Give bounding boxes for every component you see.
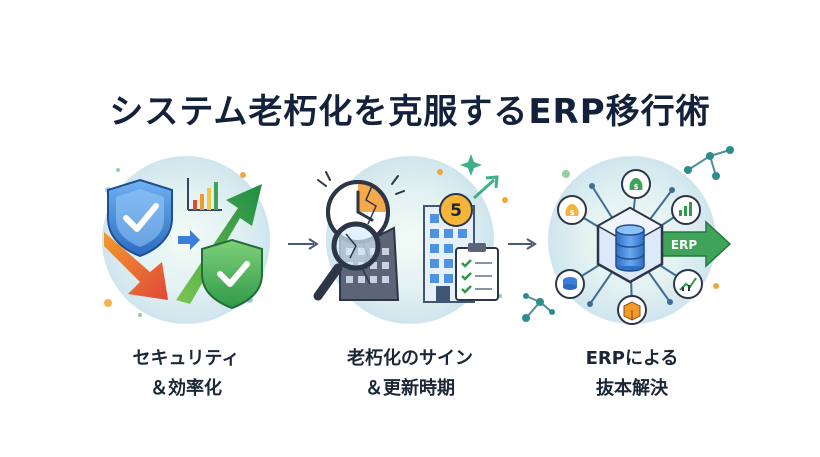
flow-arrow-icon: [508, 238, 537, 250]
money-bag-icon: $: [621, 169, 651, 199]
bar-chart-icon: [673, 269, 703, 299]
network-nodes-icon: [684, 146, 734, 180]
shield-check-icon: [107, 178, 173, 258]
shield-check-icon: [201, 238, 263, 310]
decor-dot: [104, 299, 112, 307]
step-caption-line: ＆効率化: [150, 378, 222, 399]
step-caption-erp: ERPによる 抜本解決: [532, 344, 732, 404]
page-title: システム老朽化を克服するERP移行術: [109, 92, 711, 132]
sparkle-icon: [460, 154, 482, 176]
checklist-clipboard-icon: [455, 243, 499, 301]
aging-signs-panel: 5: [313, 154, 508, 324]
flow-arrow-icon: [288, 238, 319, 250]
decor-dot: [240, 172, 246, 178]
svg-text:$: $: [634, 183, 639, 191]
security-efficiency-panel: [102, 156, 270, 324]
decor-dot: [502, 197, 508, 203]
coins-icon: [555, 269, 585, 299]
erp-arrow-label: ERP: [671, 238, 697, 252]
hub-endpoints: [587, 183, 675, 307]
decor-dot: [116, 168, 120, 172]
decor-dot: [437, 169, 443, 175]
trend-down-arrow-icon: [104, 232, 168, 300]
magnifier-icon: [313, 221, 381, 301]
trend-up-arrow-icon: [472, 175, 499, 200]
database-hub-icon: [596, 206, 664, 284]
step-caption-line: ＆更新時期: [365, 378, 455, 399]
small-arrow-icon: [178, 230, 200, 250]
bar-chart-icon: [671, 195, 701, 225]
erp-solution-panel: $ $: [522, 146, 734, 325]
decor-dot: [562, 170, 570, 178]
step-caption-line: ERPによる: [585, 348, 679, 369]
bar-chart-icon: [187, 178, 222, 211]
decor-dot: [138, 313, 142, 317]
step-caption-aging: 老朽化のサイン ＆更新時期: [310, 344, 510, 404]
calendar-badge-icon: 5: [439, 193, 473, 227]
box-icon: [617, 295, 647, 325]
step-caption-line: 老朽化のサイン: [347, 348, 473, 369]
decor-dot: [713, 283, 719, 289]
network-nodes-icon: [522, 293, 555, 322]
step-caption-security: セキュリティ ＆効率化: [86, 344, 286, 404]
svg-text:$: $: [570, 209, 575, 217]
money-bag-icon: $: [557, 195, 587, 225]
calendar-number: 5: [450, 201, 462, 221]
step-caption-line: セキュリティ: [132, 348, 240, 369]
step-caption-line: 抜本解決: [596, 378, 668, 399]
